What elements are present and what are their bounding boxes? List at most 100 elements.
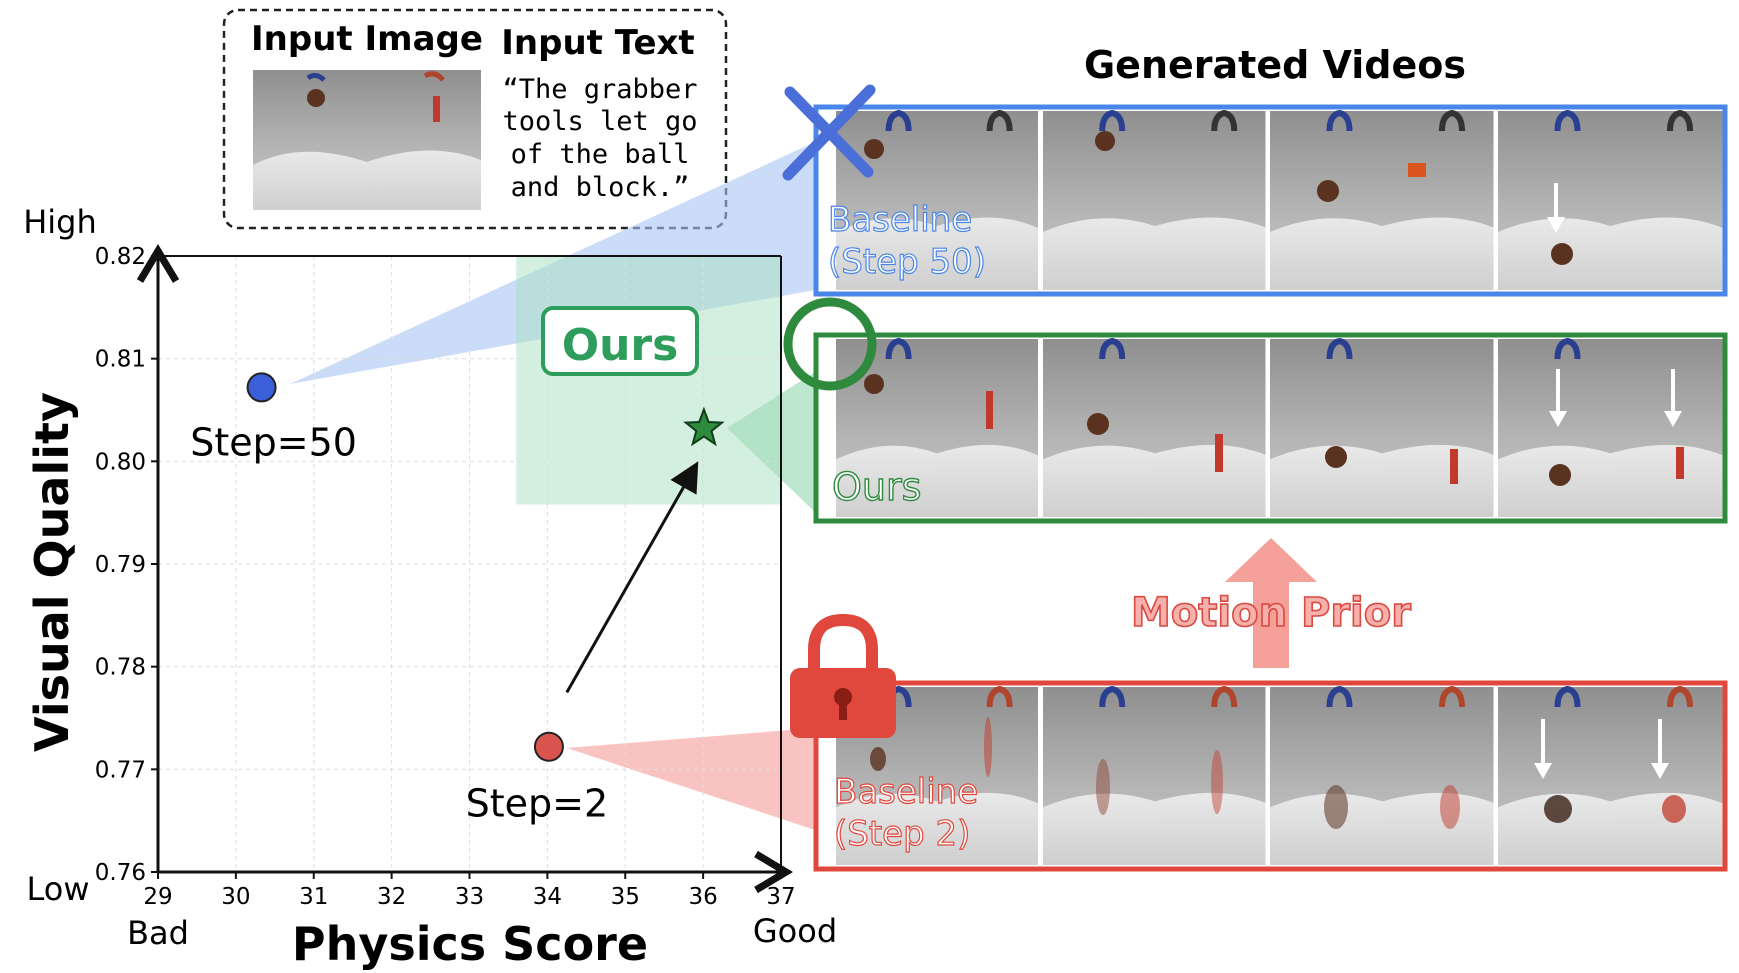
x-end-label-good: Good — [753, 912, 837, 950]
y-axis-title: Visual Quality — [25, 392, 79, 752]
x-tick-label: 33 — [455, 884, 484, 910]
x-axis-title: Physics Score — [292, 917, 648, 971]
row-label-baseline50-line2: (Step 50) — [828, 242, 986, 282]
improvement-arrow — [565, 461, 699, 694]
pillow-right — [1155, 217, 1267, 290]
ours-badge-label: Ours — [562, 320, 679, 371]
x-tick-label: 29 — [143, 884, 172, 910]
pillow-left — [836, 445, 937, 517]
pillow-left — [1270, 218, 1383, 290]
y-tick-label: 0.77 — [95, 757, 146, 783]
y-end-label-high: High — [23, 203, 97, 241]
grabber — [885, 337, 912, 360]
down-arrow-head — [1664, 411, 1682, 427]
pillow-left — [1270, 793, 1383, 865]
video-row-baseline-step2 — [813, 680, 1728, 872]
y-tick-label: 0.82 — [95, 244, 146, 270]
pillow-left — [836, 218, 937, 290]
row-label-ours: Ours — [832, 465, 921, 509]
pillow-left — [1043, 445, 1155, 517]
pillow-left — [1043, 793, 1155, 865]
video-row-border — [813, 680, 1728, 872]
pillow-left — [1498, 793, 1611, 865]
grabber — [1326, 109, 1353, 132]
down-arrow-head — [1651, 763, 1669, 779]
down-arrow-head — [1534, 763, 1552, 779]
video-row-ours — [813, 332, 1728, 524]
x-tick-label: 36 — [688, 884, 717, 910]
grabber — [986, 685, 1013, 708]
grabber — [885, 109, 912, 132]
point-ours-star — [683, 406, 725, 447]
point-label-step50: Step=50 — [190, 420, 357, 464]
down-arrow-head — [1549, 411, 1567, 427]
prompt-line-4: and block.” — [511, 172, 690, 203]
input-text-heading: Input Text — [501, 23, 694, 63]
pillow-right — [1610, 792, 1723, 865]
x-tick-label: 32 — [377, 884, 406, 910]
data-points — [246, 372, 725, 762]
pillow-left — [1043, 218, 1155, 290]
y-end-label-low: Low — [26, 870, 89, 908]
grabber — [1326, 337, 1353, 360]
prompt-line-2: tools let go — [502, 106, 697, 137]
point-step2 — [533, 731, 564, 762]
lock-icon — [790, 613, 896, 738]
ours-badge-box — [541, 306, 699, 376]
grabber — [1211, 109, 1238, 132]
y-tick-label: 0.79 — [95, 552, 146, 578]
row-label-baseline2-line1: Baseline — [834, 772, 978, 812]
pillow-right — [1610, 217, 1723, 290]
down-arrow-head — [1547, 217, 1565, 233]
pillow-right — [1155, 792, 1267, 865]
grabber — [1554, 109, 1581, 132]
grabber — [1667, 685, 1693, 708]
input-image-heading: Input Image — [251, 19, 483, 59]
pillow-right — [1382, 792, 1495, 865]
pillow-right — [1382, 217, 1495, 290]
pillow-right — [937, 444, 1038, 517]
x-tick-label: 37 — [766, 884, 795, 910]
input-box: Input Image Input Text “The grabber tool… — [222, 8, 728, 230]
motion-prior-label: Motion Prior — [1131, 590, 1411, 636]
grabber — [1099, 109, 1126, 132]
video-row-border — [813, 332, 1728, 524]
prompt-line-3: of the ball — [511, 139, 690, 170]
baseline2-connector — [567, 728, 815, 830]
y-tick-label: 0.80 — [95, 449, 146, 475]
y-ticks: 0.76 0.77 0.78 0.79 0.80 0.81 0.82 — [95, 244, 158, 886]
check-circle-icon — [783, 297, 877, 391]
grabber — [1099, 685, 1126, 708]
video-row-border — [813, 104, 1728, 297]
x-tick-label: 30 — [221, 884, 250, 910]
x-end-label-bad: Bad — [127, 914, 189, 952]
x-tick-label: 35 — [611, 884, 640, 910]
pillow-left — [1270, 445, 1383, 517]
pillow-right — [937, 217, 1038, 290]
grid — [158, 256, 781, 872]
grabber — [1439, 685, 1465, 708]
generated-videos-heading: Generated Videos — [1084, 43, 1466, 87]
y-tick-label: 0.81 — [95, 347, 146, 373]
pillow-right — [1155, 444, 1267, 517]
input-image-thumbnail — [253, 70, 481, 210]
x-tick-label: 34 — [533, 884, 562, 910]
motion-prior-arrow — [1225, 538, 1317, 668]
y-tick-label: 0.76 — [95, 860, 146, 886]
prompt-line-1: “The grabber — [502, 74, 697, 105]
video-row-baseline-step50 — [813, 104, 1728, 297]
grabber — [1439, 109, 1465, 132]
pillow-right — [1382, 444, 1495, 517]
grabber — [1326, 685, 1353, 708]
point-step50 — [246, 372, 277, 403]
y-tick-label: 0.78 — [95, 655, 146, 681]
row-label-baseline50-line1: Baseline — [828, 200, 972, 240]
grabber — [1211, 685, 1238, 708]
x-tick-label: 31 — [299, 884, 328, 910]
pillow-right — [937, 792, 1038, 865]
grabber — [1667, 109, 1693, 132]
grabber — [1554, 337, 1581, 360]
x-ticks: 29 30 31 32 33 34 35 36 37 — [143, 872, 796, 910]
